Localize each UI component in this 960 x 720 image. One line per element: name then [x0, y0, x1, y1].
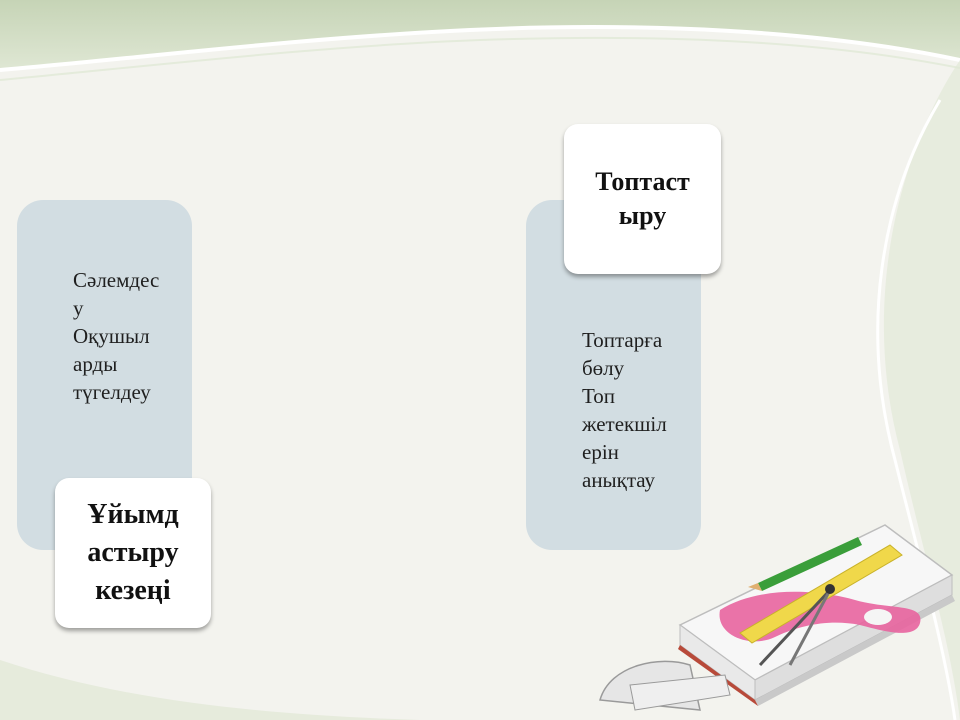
left-card-title: Ұйымд астыру кезеңі [55, 478, 211, 628]
school-supplies-icon [599, 524, 955, 711]
left-card-body: Сәлемдес у Оқушыл арды түгелдеу [73, 268, 160, 404]
right-card-body: Топтарға бөлу Топ жетекшіл ерін анықтау [582, 328, 667, 492]
right-card-title: Топтаст ыру [564, 124, 721, 274]
